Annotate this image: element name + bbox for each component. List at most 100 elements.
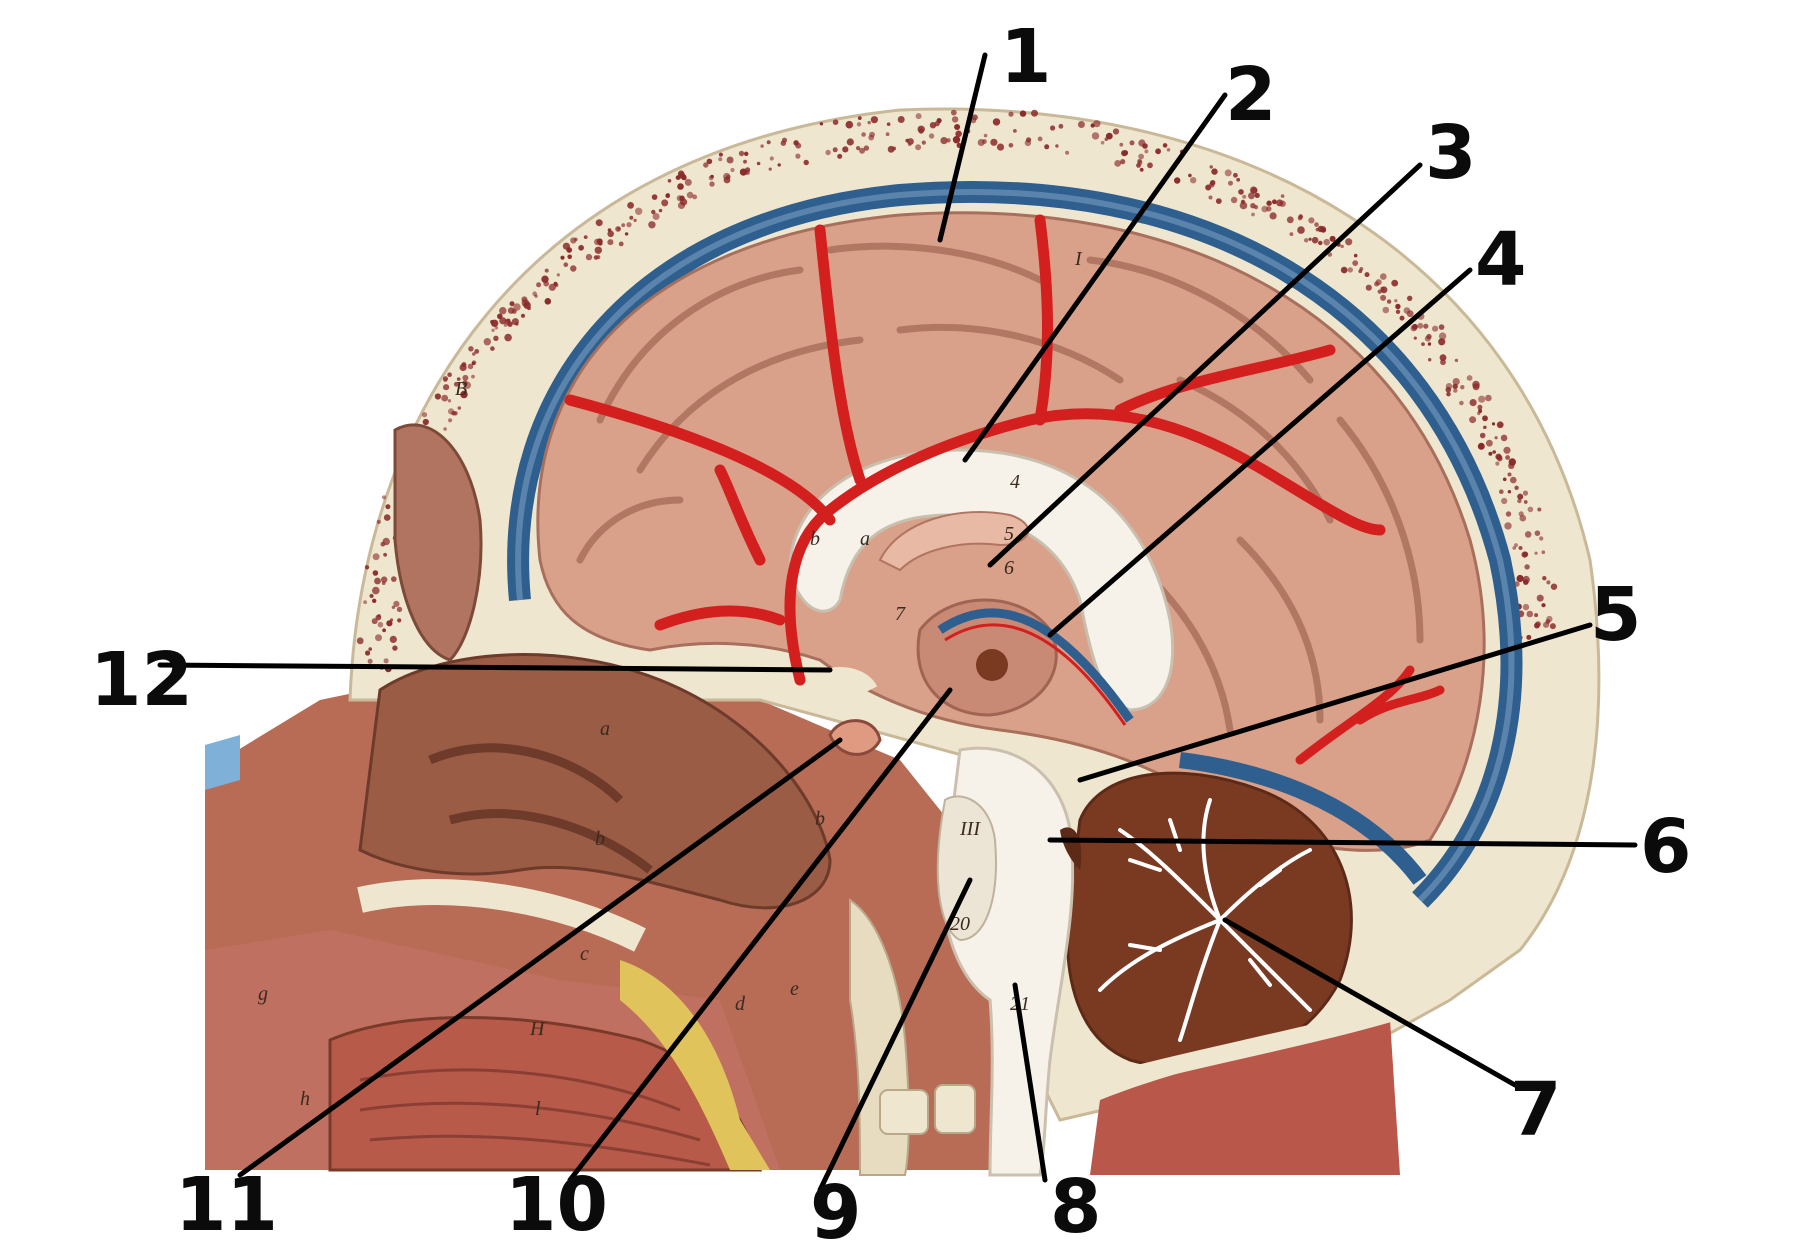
marrow-dot [1510,476,1517,484]
marrow-dot [897,116,905,123]
marrow-dot [1240,199,1246,204]
marrow-dot [618,241,624,247]
leader-4 [1047,267,1473,638]
marrow-dot [1304,238,1309,243]
marrow-dot [1209,182,1215,188]
marrow-dot [1138,139,1146,147]
marrow-dot [375,614,382,621]
marrow-dot [1236,177,1241,182]
marrow-dot [1272,199,1277,205]
marrow-dot [832,119,839,125]
arbor-vitae [1098,798,1312,1042]
marrow-dot [928,133,935,139]
marrow-dot [391,576,397,582]
marrow-dot [585,253,593,261]
marrow-dot [1485,394,1492,402]
marrow-dot [681,175,687,181]
marrow-dot [857,116,862,120]
leader-12 [157,662,833,673]
marrow-dot [992,118,1001,126]
marrow-dot [447,372,452,378]
marrow-dot [635,207,643,215]
model-letter: g [258,983,268,1005]
marrow-dot [1466,375,1473,381]
marrow-dot [1541,550,1546,554]
marrow-dot [1044,144,1050,150]
marrow-dot [443,427,447,431]
marrow-dot [1314,222,1319,227]
marrow-dot [1386,299,1392,304]
marrow-dot [1534,530,1541,536]
marrow-dot [491,328,495,332]
marrow-dot [744,151,749,156]
marrow-dot [1541,603,1546,608]
marrow-dot [1242,194,1247,199]
marrow-dot [1230,196,1238,204]
marrow-dot [1238,189,1244,195]
marrow-dot [1382,306,1390,314]
marrow-dot [1445,386,1452,393]
marrow-dot [1323,238,1330,246]
marrow-dot [1438,324,1445,330]
marrow-dot [504,333,512,342]
marrow-dot [383,514,391,521]
marrow-dot [1208,195,1213,200]
model-letter: 6 [1004,557,1014,579]
marrow-dot [652,213,660,220]
marrow-dot [845,120,854,129]
marrow-dot [665,193,670,198]
model-letter: b [595,828,605,850]
marrow-dot [955,130,962,138]
marrow-dot [1139,167,1144,172]
marrow-dot [1308,217,1315,224]
marrow-dot [1459,400,1464,406]
marrow-dot [1031,109,1038,117]
marrow-dot [1524,564,1530,570]
marrow-dot [651,194,658,200]
nasal-region [357,653,832,952]
marrow-dot [951,116,959,123]
marrow-dot [461,362,467,368]
leader-11 [237,737,843,1178]
marrow-dot [1286,216,1294,224]
marrow-dot [1452,383,1458,389]
marrow-dot [1329,235,1336,242]
marrow-dot [562,242,571,250]
marrow-dot [474,349,480,354]
marrow-dot [627,202,634,209]
marrow-dot [1452,378,1460,386]
marrow-dot [1428,358,1432,362]
marrow-dot [1100,140,1105,145]
marrow-dot [422,418,429,426]
marrow-dot [1251,212,1255,217]
label-3: 3 [1425,110,1477,196]
marrow-dot [658,208,663,213]
marrow-dot [1137,159,1142,164]
marrow-dot [1138,153,1144,160]
marrow-dot [793,140,799,146]
marrow-dot [1497,456,1503,462]
marrow-dot [457,406,462,410]
marrow-dot [1526,610,1534,618]
marrow-dot [710,174,714,179]
marrow-dot [869,131,875,138]
marrow-dot [730,167,735,173]
leader-9 [817,877,973,1193]
marrow-dot [1114,160,1122,167]
marrow-dot [1037,136,1043,142]
marrow-dot [950,109,957,116]
marrow-dot [1269,212,1277,220]
marrow-dot [1239,201,1248,210]
marrow-dot [616,226,621,231]
marrow-dot [661,199,669,207]
marrow-dot [1147,162,1153,169]
marrow-dot [1340,266,1348,274]
marrow-dot [892,146,897,151]
model-letter: h [300,1088,310,1110]
leader-3 [987,162,1423,568]
marrow-dot [1536,594,1544,602]
leader-2 [962,92,1228,463]
marrow-dot [381,495,387,500]
marrow-dot [1058,123,1064,129]
